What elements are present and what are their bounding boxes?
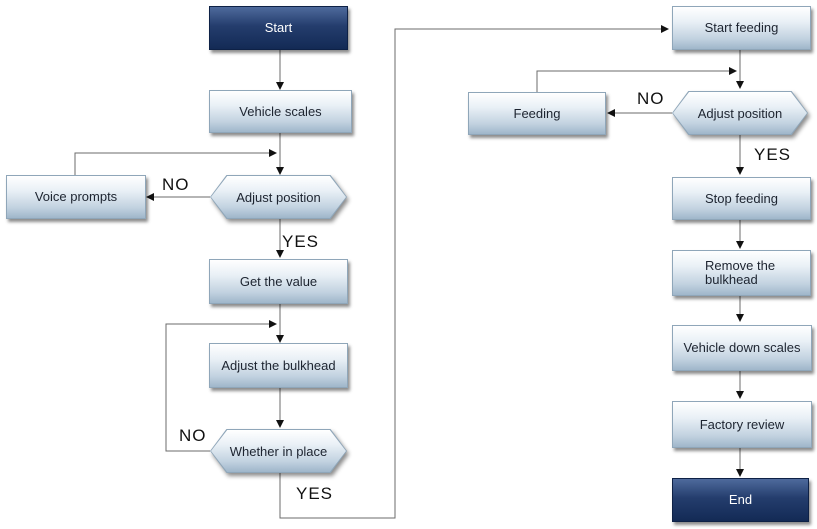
no-label-3: NO <box>637 89 665 108</box>
adjust-position-decision-1: Adjust position <box>210 175 347 219</box>
arrow-place-loop <box>165 320 277 452</box>
get-value-box: Get the value <box>209 259 348 304</box>
start-feeding-label: Start feeding <box>704 20 779 35</box>
voice-prompts-label: Voice prompts <box>34 189 118 204</box>
adjust-position-decision-2: Adjust position <box>672 91 808 135</box>
whether-in-place-label: Whether in place <box>229 443 328 459</box>
vehicle-scales-label: Vehicle scales <box>239 103 322 119</box>
yes-label-1: YES <box>282 232 320 251</box>
end-terminal: End <box>672 478 809 522</box>
stop-feeding-box: Stop feeding <box>672 177 811 220</box>
adjust-bulkhead-box: Adjust the bulkhead <box>209 343 348 388</box>
vehicle-down-scales-box: Vehicle down scales <box>672 325 812 371</box>
start-terminal: Start <box>209 6 348 50</box>
end-label: End <box>728 492 753 507</box>
remove-bulkhead-label: Remove the bulkhead <box>705 258 776 287</box>
remove-bulkhead-box: Remove the bulkhead <box>672 250 811 296</box>
adjust-position-1-label: Adjust position <box>236 189 321 205</box>
arrow-place-to-start-feeding <box>279 25 669 519</box>
factory-review-box: Factory review <box>672 401 812 448</box>
no-label-2: NO <box>179 426 207 445</box>
factory-review-label: Factory review <box>699 416 785 432</box>
start-feeding-box: Start feeding <box>672 6 811 50</box>
whether-in-place-decision: Whether in place <box>210 429 347 473</box>
get-value-label: Get the value <box>239 273 318 289</box>
feeding-box: Feeding <box>468 92 606 135</box>
stop-feeding-label: Stop feeding <box>704 190 778 206</box>
arrow-voice-loop <box>74 149 277 175</box>
adjust-position-2-label: Adjust position <box>697 105 783 121</box>
feeding-label: Feeding <box>513 105 561 121</box>
adjust-bulkhead-label: Adjust the bulkhead <box>221 357 336 373</box>
start-label: Start <box>264 20 293 35</box>
yes-label-3: YES <box>754 145 792 164</box>
vehicle-scales-box: Vehicle scales <box>209 90 352 133</box>
yes-label-2: YES <box>296 484 334 503</box>
no-label-1: NO <box>162 175 190 194</box>
voice-prompts-box: Voice prompts <box>6 175 146 219</box>
vehicle-down-scales-label: Vehicle down scales <box>683 340 801 355</box>
arrow-feeding-loop <box>536 67 737 92</box>
